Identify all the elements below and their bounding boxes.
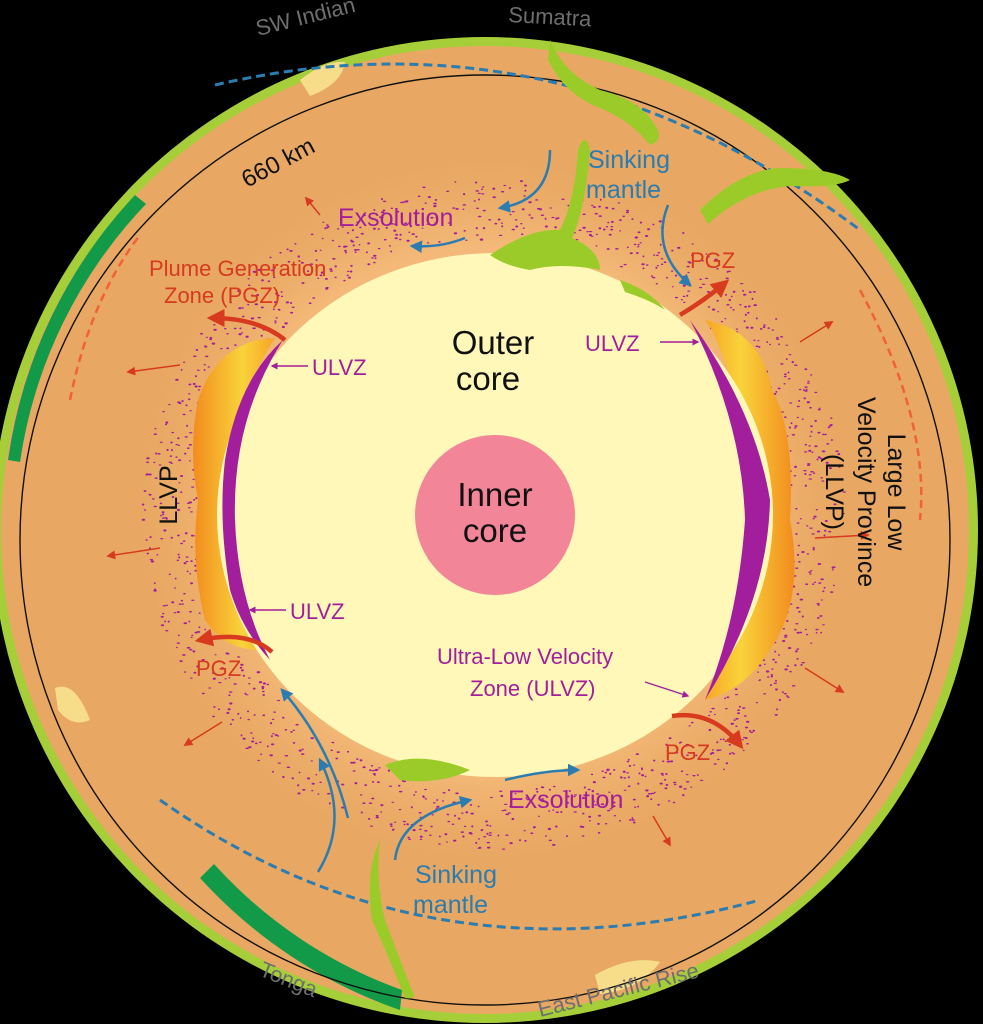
llvp-right-label-1: Large Low	[882, 434, 910, 552]
dashed-blue-bottom	[159, 798, 761, 931]
ulvz-label-left: ULVZ	[290, 599, 345, 624]
pgz-label-top-right: PGZ	[690, 248, 735, 273]
sinking-arrow-7	[504, 763, 581, 782]
dashed-red-right	[858, 289, 923, 521]
sinking-arrow-1	[497, 149, 552, 213]
sinking-arrow-4	[316, 757, 336, 873]
pgz-arrow-top-right	[678, 279, 730, 317]
slab-bottom-stem	[369, 840, 414, 999]
pgz-label-left: PGZ	[196, 656, 241, 681]
slab-top-right	[620, 280, 665, 310]
pgz-arrow-left	[194, 628, 274, 654]
ridge-bottom	[595, 960, 660, 994]
dashed-red-left	[68, 234, 141, 401]
exsolution-bottom-label: Exsolution	[508, 786, 623, 814]
ulvz-full-label-2: Zone (ULVZ)	[470, 676, 596, 701]
sinking-arrow-5	[280, 688, 350, 819]
ridge-top-left	[300, 61, 345, 96]
ulvz-label-top-left: ULVZ	[312, 355, 367, 380]
surface-label-sumatra: Sumatra	[508, 2, 593, 31]
llvp-right-label-2: Velocity Province	[852, 397, 880, 587]
ridge-left	[55, 686, 90, 723]
plume-arrow-7	[804, 667, 845, 693]
plume-arrow-6	[814, 530, 870, 540]
inner-core	[415, 435, 575, 595]
llvp-right-body	[705, 320, 795, 700]
pgz-full-label-1: Plume Generation	[149, 256, 326, 281]
llvp-left-label: LLVP	[155, 465, 183, 524]
plate-bottom-left	[200, 864, 402, 1010]
slab-right-upper	[700, 168, 850, 224]
ulvz-right	[690, 320, 770, 700]
plume-arrow-2	[126, 364, 181, 376]
plume-arrow-8	[652, 815, 671, 847]
plate-left	[8, 195, 146, 462]
sinking-mantle-bottom-2: mantle	[413, 891, 488, 919]
slab-bottom	[385, 758, 470, 782]
pgz-label-right: PGZ	[665, 740, 710, 765]
pgz-arrow-right	[671, 712, 744, 750]
outer-core-label-1: Outer	[452, 324, 535, 361]
pgz-full-label-2: Zone (PGZ)	[164, 283, 280, 308]
plume-arrow-1	[304, 196, 321, 216]
plume-arrow-4	[183, 721, 223, 746]
ulvz-pointer-4	[644, 681, 690, 698]
llvp-right-label-3: (LLVP)	[820, 454, 848, 530]
sinking-arrow-3	[661, 204, 692, 287]
slab-top-left	[490, 140, 600, 270]
llvp-left-body	[193, 338, 275, 650]
boundary-660km	[19, 74, 951, 1006]
plume-arrow-3	[106, 547, 161, 560]
pgz-arrow-top-left	[206, 309, 287, 342]
sinking-mantle-top-2: mantle	[586, 176, 661, 204]
sinking-mantle-bottom-1: Sinking	[415, 861, 497, 889]
sinking-arrow-2	[409, 236, 466, 253]
ulvz-label-top-right: ULVZ	[585, 331, 640, 356]
outer-core-label-2: core	[456, 360, 520, 397]
plume-arrow-5	[799, 321, 834, 343]
inner-core-label-2: core	[463, 512, 527, 549]
inner-core-label-1: Inner	[457, 476, 532, 513]
sinking-mantle-top-1: Sinking	[588, 146, 670, 174]
sinking-arrow-6	[393, 795, 473, 861]
ulvz-left	[222, 340, 283, 660]
slab-sumatra	[548, 40, 659, 145]
exsolution-top-label: Exsolution	[338, 204, 453, 232]
surface-label-indian: SW Indian	[253, 0, 358, 41]
ulvz-full-label-1: Ultra-Low Velocity	[437, 644, 613, 669]
